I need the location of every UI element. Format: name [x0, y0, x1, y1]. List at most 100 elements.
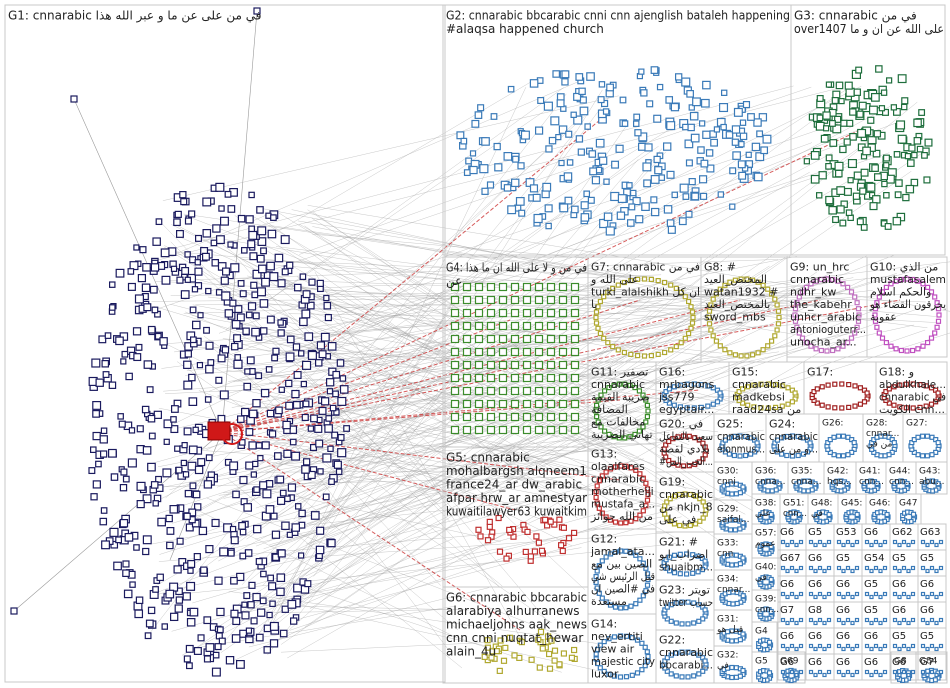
- small-group-label: G6: [780, 527, 794, 538]
- node-g18: [935, 390, 941, 396]
- node-g6: [535, 636, 542, 643]
- node-g10: [888, 281, 894, 287]
- node-g4: [450, 412, 460, 422]
- node-g45: [854, 511, 860, 518]
- node-g13: [628, 465, 634, 471]
- node-g6: [488, 654, 495, 661]
- node-g1: [142, 446, 152, 455]
- node-g1: [143, 360, 153, 369]
- node-g10: [898, 276, 905, 283]
- node-g9: [808, 281, 814, 287]
- node-g1: [204, 396, 212, 403]
- node-g13: [594, 483, 600, 489]
- node-g8: [749, 277, 756, 283]
- node-g1: [323, 301, 332, 310]
- graph-edge: [293, 94, 611, 520]
- node-g16: [684, 405, 690, 411]
- node-g1: [233, 359, 243, 369]
- node-g26: [851, 440, 857, 446]
- node-g3: [901, 97, 909, 105]
- node-g8: [765, 286, 771, 292]
- graph-edge: [313, 329, 679, 514]
- node-g1: [149, 285, 158, 294]
- node-g15: [739, 400, 746, 406]
- small-group-label: G6: [808, 631, 822, 642]
- graph-edge: [307, 209, 686, 458]
- small-group-label: G5: [892, 553, 906, 564]
- node-g6: [539, 645, 546, 652]
- node-g1: [108, 381, 117, 389]
- node-g31: [740, 631, 746, 637]
- graph-edge: [184, 295, 600, 518]
- node-g2: [542, 182, 552, 192]
- node-g1: [259, 481, 268, 490]
- node-g2: [597, 96, 605, 104]
- small-group-node: [938, 539, 944, 545]
- small-group-node: [794, 542, 799, 548]
- node-g1: [253, 524, 262, 534]
- small-group-node: [813, 542, 818, 548]
- group-label-g38: علي: [755, 509, 771, 519]
- graph-edge: [220, 242, 578, 519]
- node-g8: [775, 308, 782, 314]
- graph-edge-highlight: [221, 119, 601, 433]
- small-group-node: [929, 539, 935, 545]
- node-g4: [462, 399, 472, 409]
- node-g32: [729, 674, 735, 681]
- node-g21: [690, 570, 696, 576]
- node-g15: [739, 386, 746, 392]
- group-label-g7: turki_alalshikh ان كل: [591, 286, 700, 299]
- small-group-node: [817, 643, 823, 649]
- small-group-node: [934, 568, 939, 574]
- node-g3: [847, 177, 854, 184]
- node-g12: [637, 597, 643, 603]
- small-group-node: [929, 617, 935, 623]
- node-g2: [629, 189, 637, 197]
- node-g1: [184, 276, 191, 283]
- node-g1: [292, 401, 301, 409]
- small-group-node: [897, 646, 902, 652]
- node-g4: [498, 347, 508, 357]
- graph-edge: [13, 431, 223, 612]
- node-g1: [248, 581, 256, 589]
- node-g2: [745, 151, 752, 158]
- small-group-node: [822, 646, 827, 652]
- node-g13: [607, 517, 614, 523]
- node-g19: [687, 491, 694, 498]
- group-label-g11: ضريبة القيمة: [591, 391, 650, 404]
- node-g2: [610, 191, 620, 202]
- node-g10: [904, 276, 910, 282]
- node-g9: [856, 312, 862, 318]
- node-g2: [511, 178, 520, 188]
- node-g23: [673, 600, 679, 606]
- node-g2: [671, 191, 679, 199]
- graph-edge: [220, 347, 441, 586]
- node-g7: [668, 282, 674, 288]
- node-g1: [178, 557, 187, 566]
- node-g9: [794, 300, 800, 306]
- node-g7: [628, 351, 634, 357]
- node-g1: [324, 314, 332, 322]
- node-g1: [155, 218, 163, 226]
- small-group-node: [822, 594, 827, 600]
- node-g1: [179, 191, 187, 199]
- group-label-g22: cnnarabic: [659, 646, 713, 659]
- node-g1: [304, 580, 312, 588]
- node-g3: [921, 152, 928, 159]
- small-group-node: [938, 643, 944, 649]
- small-group-node: [841, 568, 846, 574]
- group-label-g43: abu...: [919, 477, 945, 487]
- small-group-node: [864, 617, 870, 623]
- node-g4: [450, 386, 460, 396]
- node-g3: [892, 216, 902, 226]
- group-label-g12: jamal_ata...: [590, 545, 655, 558]
- node-g1: [127, 268, 135, 275]
- node-g1: [229, 299, 237, 307]
- node-g3: [875, 65, 883, 73]
- small-group-label: G8: [808, 605, 822, 616]
- graph-edge: [289, 145, 659, 400]
- node-g1: [295, 503, 302, 510]
- graph-edge: [275, 106, 891, 431]
- node-g4: [510, 373, 520, 383]
- node-g11: [627, 434, 633, 440]
